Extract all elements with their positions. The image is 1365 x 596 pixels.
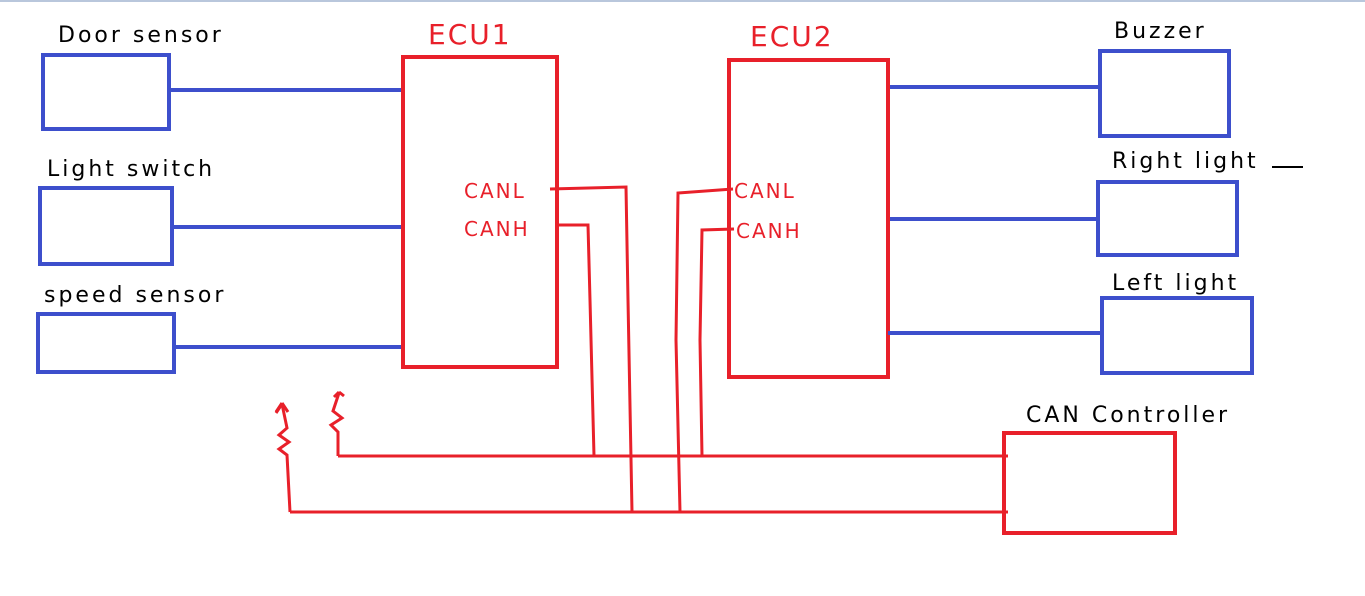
buzzer-label: Buzzer <box>1114 19 1207 44</box>
left-light-label: Left light <box>1112 271 1239 296</box>
right-light-box <box>1096 180 1239 257</box>
ecu1-box <box>401 55 559 369</box>
ecu1-node: ECU1 CANL CANH <box>401 18 559 369</box>
door-sensor-box <box>41 53 171 131</box>
termination-resistor-high <box>328 392 345 456</box>
can-bus-wiring <box>274 185 1008 514</box>
ecu1-canh-pin: CANH <box>464 217 530 241</box>
can-controller-label: CAN Controller <box>1026 403 1230 428</box>
window-top-border <box>0 0 1365 2</box>
ecu1-canl-pin: CANL <box>464 179 526 203</box>
right-light-node: Right light <box>1096 149 1303 257</box>
ecu1-canh-wire <box>558 223 596 457</box>
ecu2-title: ECU2 <box>750 20 834 53</box>
can-controller-node: CAN Controller <box>1002 403 1230 535</box>
right-light-label: Right light <box>1112 149 1259 174</box>
speed-sensor-label: speed sensor <box>44 283 226 308</box>
ecu1-title: ECU1 <box>428 18 512 51</box>
door-sensor-label: Door sensor <box>58 23 224 48</box>
ecu2-canl-wire <box>674 187 734 513</box>
buzzer-box <box>1098 49 1231 138</box>
left-light-box <box>1100 296 1254 375</box>
ecu2-canl-pin: CANL <box>734 179 796 203</box>
termination-resistor-low <box>276 403 292 513</box>
speed-sensor-node: speed sensor <box>36 283 226 374</box>
resistor-tip-icon <box>332 390 345 399</box>
ecu2-node: ECU2 CANL CANH <box>727 20 890 379</box>
light-switch-label: Light switch <box>47 157 215 182</box>
buzzer-node: Buzzer <box>1098 19 1231 138</box>
arrow-up-icon <box>274 402 290 413</box>
light-switch-node: Light switch <box>38 157 215 266</box>
speed-sensor-box <box>36 312 176 374</box>
ecu2-canh-pin: CANH <box>736 219 802 243</box>
ecu2-box <box>727 58 890 379</box>
ecu2-canh-wire <box>698 227 735 457</box>
ecu1-canl-wire <box>549 185 634 513</box>
can-controller-box <box>1002 431 1177 535</box>
light-switch-box <box>38 186 174 266</box>
left-light-node: Left light <box>1100 271 1254 375</box>
door-sensor-node: Door sensor <box>41 23 224 131</box>
